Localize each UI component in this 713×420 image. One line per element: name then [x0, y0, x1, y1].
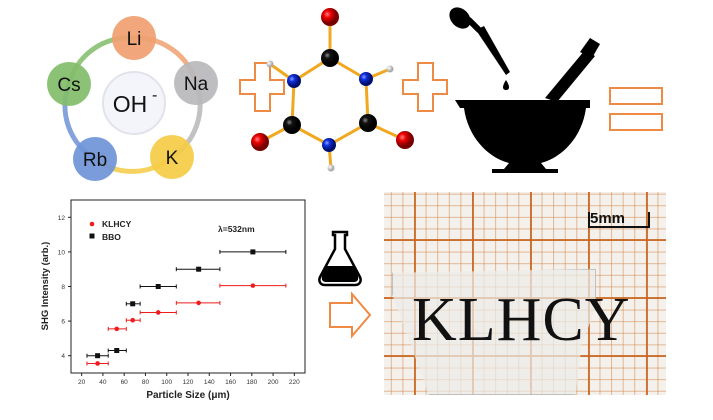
flask-icon: [318, 230, 362, 287]
x-tick-label: 160: [225, 379, 236, 386]
oxygen-atom: [396, 131, 414, 149]
x-tick-label: 20: [78, 379, 86, 386]
shg-chart: 20 40 60 80 100 120 140 160 180 200 220 4 6 8 10 12 Par…: [40, 199, 306, 401]
klhcy-point: [130, 317, 135, 323]
oxygen-atom: [251, 133, 269, 151]
bbo-point: [250, 249, 256, 255]
y-tick-label: 6: [61, 319, 65, 326]
klhcy-point: [95, 361, 100, 366]
x-tick-label: 100: [161, 379, 172, 386]
wavelength-annotation: λ=532nm: [218, 224, 255, 234]
x-axis-label: Particle Size (μm): [146, 390, 229, 401]
legend-label-bbo: BBO: [102, 232, 121, 242]
mortar-pestle-icon: [455, 38, 600, 173]
crystal: [392, 269, 596, 395]
x-tick-label: 80: [142, 379, 150, 386]
cation-label: K: [166, 148, 179, 169]
equals-icon: [609, 87, 663, 131]
sample-label-text: KLHCY: [412, 286, 631, 354]
cation-label: Rb: [83, 150, 107, 171]
bbo-point: [155, 284, 161, 289]
hydroxide-charge: -: [152, 87, 157, 104]
y-axis-label: SHG Intensity (arb.): [40, 242, 51, 331]
cation-na: [174, 61, 218, 105]
klhcy-point: [114, 326, 120, 332]
cation-li: [112, 16, 156, 60]
dropper-icon: [449, 7, 510, 90]
y-tick-label: 12: [58, 215, 66, 222]
hydrogen-atom: [327, 164, 335, 172]
bbo-point: [95, 353, 101, 359]
scale-bar: [588, 212, 650, 228]
right-arrow-icon: [329, 291, 372, 339]
x-tick-label: 60: [121, 379, 129, 386]
hydrogen-atom: [386, 65, 394, 73]
legend-label-klhcy: KLHCY: [102, 219, 132, 229]
plus-icon: [402, 62, 448, 112]
plus-icon: [239, 62, 285, 112]
bbo-point: [130, 301, 136, 307]
cation-label: Na: [184, 74, 209, 95]
carbon-atom: [321, 49, 339, 67]
cation-label: Li: [127, 29, 142, 50]
klhcy-point: [196, 300, 201, 306]
klhcy-point: [155, 310, 161, 315]
legend-marker-klhcy: [89, 221, 95, 227]
y-tick-label: 8: [61, 284, 65, 291]
x-tick-label: 40: [99, 379, 107, 386]
scale-bar-label: 5mm: [590, 210, 626, 227]
y-tick-label: 4: [61, 353, 65, 360]
hydroxide-center: [102, 71, 166, 135]
cyanuric-acid-molecule: [251, 8, 414, 172]
x-tick-label: 120: [183, 379, 194, 386]
crystal-photo: KLHCY 5mm: [384, 192, 666, 395]
x-tick-label: 220: [289, 379, 300, 386]
x-tick-label: 140: [204, 379, 215, 386]
oxygen-atom: [321, 8, 339, 26]
hydrogen-atom: [266, 60, 274, 68]
bbo-point: [196, 266, 202, 272]
y-tick-label: 10: [58, 249, 66, 256]
cation-label: Cs: [57, 75, 80, 96]
hydroxide-label: OH: [113, 91, 148, 117]
carbon-atom: [359, 114, 377, 132]
klhcy-point: [250, 283, 256, 288]
nitrogen-atom: [359, 72, 373, 86]
x-tick-label: 200: [268, 379, 279, 386]
cation-rb: [73, 137, 117, 181]
cation-cs: [47, 62, 91, 106]
legend-marker-bbo: [89, 233, 95, 239]
carbon-atom: [283, 116, 301, 134]
nitrogen-atom: [322, 138, 336, 152]
cation-k: [150, 135, 194, 179]
nitrogen-atom: [287, 74, 301, 88]
bbo-point: [114, 348, 120, 354]
x-tick-label: 180: [246, 379, 257, 386]
